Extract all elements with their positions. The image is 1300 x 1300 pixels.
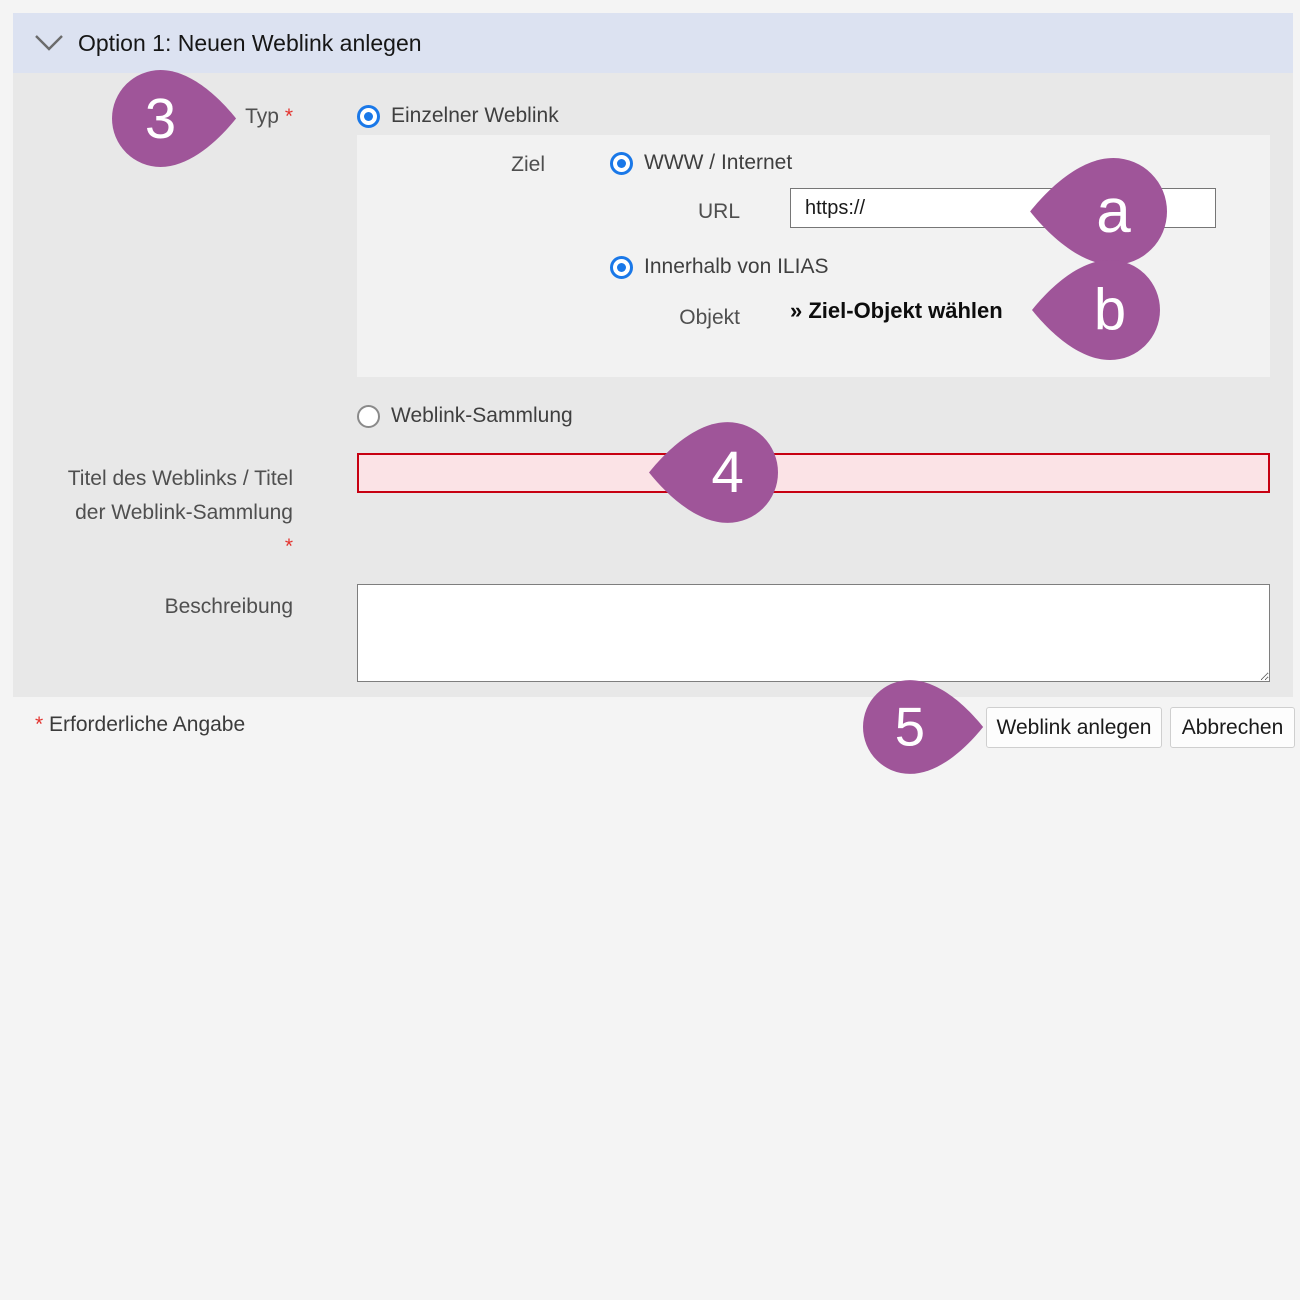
- url-input[interactable]: [790, 188, 1216, 228]
- weblink-anlegen-button[interactable]: Weblink anlegen: [986, 707, 1162, 748]
- ziel-subform: Ziel WWW / Internet URL Innerhalb von IL…: [357, 135, 1270, 377]
- required-asterisk: *: [284, 535, 293, 558]
- radio-innerhalb-ilias[interactable]: [610, 255, 633, 279]
- radio-www-internet-label: WWW / Internet: [644, 151, 793, 174]
- radio-einzelner-weblink[interactable]: [357, 104, 380, 128]
- titel-input[interactable]: [357, 453, 1270, 493]
- weblink-form: Typ * Einzelner Weblink Ziel WWW / Inter…: [13, 73, 1293, 697]
- url-label: URL: [697, 200, 740, 223]
- abbrechen-button[interactable]: Abbrechen: [1170, 707, 1295, 748]
- svg-text:5: 5: [895, 697, 925, 758]
- radio-row-innerhalb-ilias: Innerhalb von ILIAS: [610, 255, 828, 279]
- titel-label: Titel des Weblinks / Titel der Weblink-S…: [67, 467, 293, 558]
- radio-weblink-sammlung-label: Weblink-Sammlung: [391, 404, 573, 427]
- accordion-header[interactable]: Option 1: Neuen Weblink anlegen: [13, 13, 1293, 73]
- beschreibung-textarea[interactable]: [357, 584, 1270, 682]
- chevron-down-icon: [35, 35, 63, 51]
- ziel-label: Ziel: [511, 153, 545, 176]
- radio-row-www-internet: WWW / Internet: [610, 151, 792, 175]
- radio-www-internet[interactable]: [610, 151, 633, 175]
- radio-einzelner-weblink-label: Einzelner Weblink: [391, 104, 559, 127]
- radio-innerhalb-ilias-label: Innerhalb von ILIAS: [644, 255, 829, 278]
- accordion-title: Option 1: Neuen Weblink anlegen: [78, 29, 422, 56]
- required-note: * Erforderliche Angabe: [35, 713, 246, 736]
- required-asterisk: *: [35, 713, 44, 736]
- radio-weblink-sammlung[interactable]: [357, 404, 380, 428]
- objekt-label: Objekt: [679, 306, 740, 329]
- beschreibung-label: Beschreibung: [164, 595, 293, 618]
- radio-row-einzelner-weblink: Einzelner Weblink: [357, 104, 559, 128]
- required-asterisk: *: [284, 105, 293, 128]
- radio-row-weblink-sammlung: Weblink-Sammlung: [357, 404, 573, 428]
- typ-label: Typ *: [245, 105, 293, 128]
- ziel-objekt-waehlen-link[interactable]: » Ziel-Objekt wählen: [790, 298, 1003, 323]
